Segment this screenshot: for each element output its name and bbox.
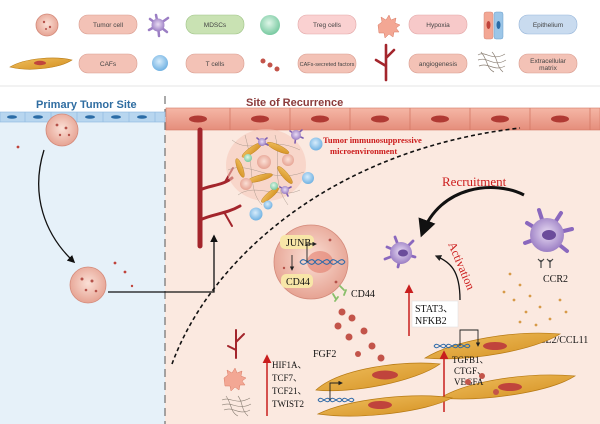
metastasis-arrow — [108, 234, 218, 293]
ccl-particles — [502, 272, 568, 327]
cd44-receptors — [332, 285, 347, 302]
recurrence-epithelium — [165, 107, 600, 131]
stat3-box: STAT3、 NFKB2 — [411, 300, 459, 328]
hypoxia-icon — [377, 14, 401, 39]
legend-label-hypoxia: Hypoxia — [426, 22, 450, 29]
dna-strand-tgfb1 — [433, 343, 471, 349]
scattered-particles-primary — [16, 145, 134, 288]
tgfb1-label: TGFB1、 — [452, 355, 489, 365]
cd44-inner-box: CD44 — [281, 274, 313, 288]
mdsc-icon — [147, 13, 170, 38]
hif1a-label: HIF1A、 — [272, 360, 307, 370]
tme-label-line2: microenvironment — [330, 146, 397, 156]
dna-strand-cd44 — [299, 259, 346, 265]
cd44-outer-label: CD44 — [351, 289, 375, 300]
legend-label-t-cells: T cells — [206, 61, 225, 68]
recruitment-arrow — [418, 186, 525, 238]
activation-arrow — [434, 255, 461, 301]
tgfb1-arrow — [459, 329, 481, 347]
junb-label: JUNB — [286, 238, 311, 249]
legend-item-cafs: CAFs — [9, 53, 138, 74]
ccl-label: CCL2/CCL11 — [532, 335, 588, 346]
hif1a-arrow — [329, 380, 343, 400]
small-hypoxia-icon — [223, 367, 247, 392]
recurrence-site-title: Site of Recurrence — [246, 97, 343, 109]
dna-strand-hif1a — [317, 397, 355, 403]
ctgf-label: CTGF、 — [454, 366, 486, 376]
legend-item-mdscs: MDSCs — [147, 13, 245, 38]
legend-label-epithelium: Epithelium — [533, 22, 563, 29]
stat3-label: STAT3、 — [415, 304, 453, 315]
caf-bottom-left-2 — [316, 395, 454, 417]
junb-label-box: JUNB — [280, 235, 314, 249]
legend-label-extracellular-matrix-2: matrix — [539, 65, 557, 72]
legend-label-cafs: CAFs — [100, 61, 117, 68]
caf-bottom-left-1 — [315, 362, 441, 392]
legend-item-hypoxia: Hypoxia — [377, 14, 468, 39]
tumor-microenvironment-cluster — [226, 129, 323, 221]
migration-arrow — [38, 149, 76, 264]
ccr2-label: CCR2 — [543, 274, 568, 285]
small-ecm-icon — [221, 395, 252, 417]
legend-item-epithelium: Epithelium — [483, 11, 578, 40]
caf-right-top — [423, 332, 562, 360]
tcf21-label: TCF21、 — [272, 386, 307, 396]
primary-tumor-cell-bottom — [69, 266, 107, 304]
legend-label-mdscs: MDSCs — [204, 22, 227, 29]
legend: Tumor cell MDSCs Treg cells Hypoxia — [9, 11, 578, 82]
legend-label-angiogenesis: angiogenesis — [419, 61, 458, 68]
angiogenesis-icon — [374, 43, 396, 82]
legend-item-treg-cells: Treg cells — [260, 14, 357, 35]
primary-site-title: Primary Tumor Site — [36, 99, 137, 111]
legend-label-cafs-secreted-factors: CAFs-secreted factors — [300, 62, 355, 68]
mdsc-recruited — [383, 235, 417, 269]
mdsc-cluster — [256, 129, 304, 197]
small-angiogenesis-icon — [227, 329, 245, 359]
nfkb2-label: NFKB2 — [415, 316, 447, 327]
recurrence-boundary — [171, 127, 521, 365]
primary-tumor-cell-top — [45, 113, 79, 147]
t-cell-icon — [152, 55, 168, 71]
tme-label-line1: Tumor immunosuppressive — [323, 135, 422, 145]
treg-cells-cluster — [244, 154, 278, 190]
treg-cell-icon — [260, 15, 280, 35]
caf-secreted-particles — [465, 373, 499, 395]
legend-item-t-cells: T cells — [152, 53, 245, 74]
primary-epithelium — [0, 111, 166, 123]
legend-item-angiogenesis: angiogenesis — [374, 43, 468, 82]
caf-right-bottom — [438, 374, 577, 400]
recruitment-label: Recruitment — [442, 174, 507, 189]
epithelium-icon — [483, 11, 504, 40]
junb-arrow — [306, 241, 317, 262]
fgf2-label: FGF2 — [313, 349, 336, 360]
secreted-factors-icon — [260, 58, 280, 72]
t-cells-cluster — [249, 137, 323, 221]
legend-label-treg-cells: Treg cells — [313, 22, 342, 29]
mdsc-large — [523, 208, 574, 253]
legend-item-cafs-secreted-factors: CAFs-secreted factors — [260, 53, 357, 74]
ecm-icon — [477, 51, 507, 73]
twist2-label: TWIST2 — [272, 399, 304, 409]
tumor-cell-icon — [35, 13, 59, 37]
legend-label-extracellular-matrix-1: Extracellular — [530, 58, 567, 65]
legend-label-tumor-cell: Tumor cell — [93, 22, 124, 29]
legend-item-extracellular-matrix: Extracellular matrix — [477, 51, 578, 74]
ccr2-receptor — [537, 258, 554, 268]
tcf7-label: TCF7、 — [272, 373, 302, 383]
legend-item-tumor-cell: Tumor cell — [35, 13, 138, 37]
cd44-inner-label: CD44 — [286, 277, 310, 288]
